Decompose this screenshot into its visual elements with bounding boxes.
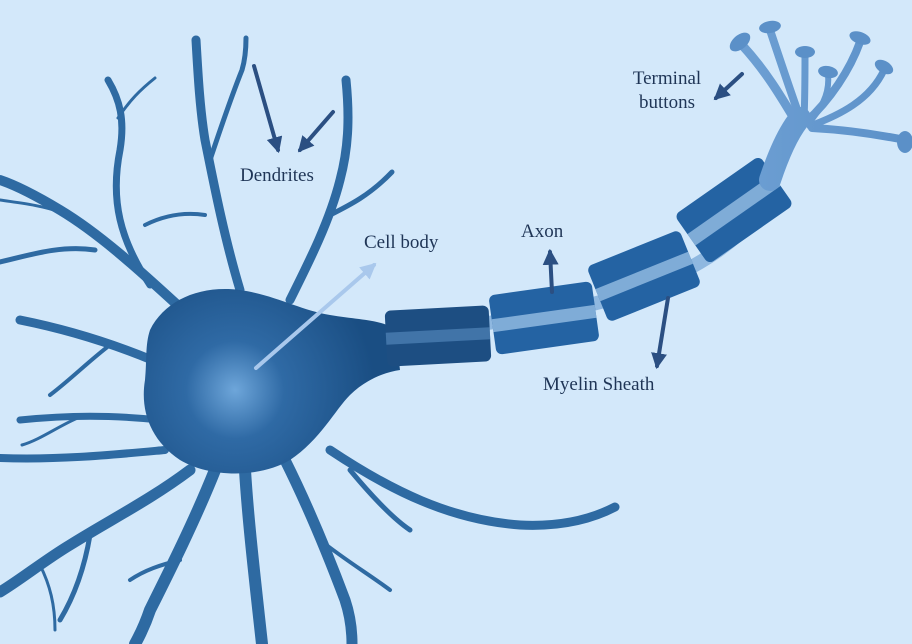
dendrite-left-far [0, 446, 169, 463]
dendrite-upper-center-b [207, 35, 249, 163]
arrow-icon [297, 110, 335, 153]
myelin-sheath [384, 157, 792, 367]
pointer-arrows [252, 64, 744, 370]
dendrite-upper-right [285, 75, 353, 305]
dendrite-left-b [48, 343, 112, 397]
terminal-button-7 [897, 131, 912, 153]
dendrite-bottom-right-c [347, 467, 413, 533]
myelin-segment-1 [384, 305, 492, 367]
dendrite-left-top [0, 246, 98, 265]
terminal-branch-2 [766, 26, 804, 122]
dendrite-bottom-left [129, 464, 221, 644]
cell-body-shape [143, 289, 401, 474]
terminal-branch-7 [808, 124, 909, 144]
myelin-sheath-label: Myelin Sheath [543, 374, 655, 395]
arrow-icon [542, 248, 559, 294]
terminal-branch-1 [737, 40, 800, 125]
terminal-button-6 [874, 59, 894, 75]
dendrite-lower-left-c [38, 563, 57, 632]
axon-label: Axon [521, 221, 564, 242]
myelin-segment-3 [588, 231, 700, 321]
dendrite-bottom [239, 464, 268, 644]
terminal-trunk [759, 107, 811, 191]
terminal-buttons [729, 20, 912, 153]
dendrite-lower-left [0, 464, 196, 598]
arrow-icon [252, 64, 283, 154]
dendrite-upper-left-branch [104, 76, 154, 289]
arrow-icon [254, 262, 377, 370]
terminal-buttons-label-line2: buttons [639, 92, 695, 113]
terminal-button-3 [795, 46, 815, 58]
arrow-icon [713, 72, 744, 101]
arrow-icon [651, 296, 670, 370]
dendrite-upper-left-twig [116, 76, 157, 120]
dendrite-upper-center [191, 35, 245, 295]
axon-terminals [737, 26, 909, 191]
dendrite-bottom-right [279, 454, 358, 644]
dendrite-upper-center-c [143, 211, 207, 227]
myelin-segment-2 [489, 281, 599, 355]
dendrite-lower-long [325, 445, 620, 530]
dendrite-upper-left [0, 175, 210, 335]
dendrite-left-lower [16, 412, 164, 424]
terminal-buttons-label-line1: Terminal [632, 68, 702, 89]
dendrites-label: Dendrites [240, 165, 314, 186]
terminal-branch-3 [800, 51, 809, 124]
terminal-branch-5 [805, 72, 832, 127]
cell-body-label: Cell body [364, 232, 439, 253]
dendrite-bottom-left-b [128, 558, 182, 582]
terminal-button-2 [759, 20, 781, 34]
terminal-button-5 [818, 65, 838, 79]
dendrite-left-top-b [0, 198, 62, 214]
dendrite-bottom-right-b [318, 538, 392, 592]
terminal-button-1 [729, 32, 751, 52]
dendrite-left-lower-b [20, 415, 82, 447]
dendrite-lower-left-b [57, 532, 93, 623]
terminal-branch-6 [806, 66, 888, 130]
terminal-button-4 [849, 31, 871, 45]
dendrite-upper-right-b [327, 169, 395, 218]
terminal-buttons-label: Terminal buttons [614, 67, 720, 115]
